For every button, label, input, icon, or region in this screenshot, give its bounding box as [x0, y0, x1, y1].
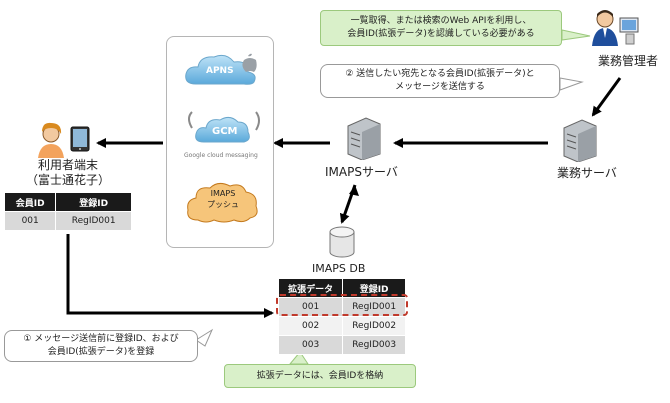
callout-web-api-line1: 一覧取得、または検索のWeb APIを利用し、	[350, 16, 532, 26]
admin-person-icon	[592, 10, 639, 46]
biz-server-label: 業務サーバ	[557, 166, 617, 180]
highlight-row-box	[276, 294, 408, 316]
table-row: 003 RegID003	[277, 335, 406, 355]
user-label-line1: 利用者端末	[37, 158, 98, 172]
user-label: 利用者端末 （富士通花子）	[20, 158, 116, 188]
imaps-push-label: IMAPS プッシュ	[198, 188, 248, 210]
imaps-push-cloud-icon	[187, 182, 258, 223]
tablet-icon	[70, 126, 90, 152]
gcm-label: GCM	[212, 126, 238, 137]
user-label-line2: （富士通花子）	[25, 173, 110, 187]
user-person-icon	[38, 122, 64, 158]
callout-web-api: 一覧取得、または検索のWeb APIを利用し、 会員ID(拡張データ)を認識して…	[320, 10, 562, 46]
arrow-user-to-db	[66, 234, 274, 318]
callout-send-line2: メッセージを送信する	[395, 82, 485, 92]
imaps-server-label: IMAPSサーバ	[325, 165, 398, 179]
callout-web-api-line2: 会員ID(拡張データ)を認識している必要がある	[347, 29, 535, 39]
arrow-admin-to-biz	[591, 77, 622, 117]
db-table-cell: RegID002	[342, 316, 406, 336]
table-row: 001 RegID001	[3, 211, 132, 231]
apns-label: APNS	[206, 66, 234, 76]
user-table-header-reg-id: 登録ID	[55, 192, 132, 212]
apns-cloud-icon	[185, 53, 257, 85]
callout-send-message: ② 送信したい宛先となる会員ID(拡張データ)と メッセージを送信する	[320, 64, 560, 98]
gcm-sub-label: Google cloud messaging	[184, 152, 258, 159]
imaps-push-line1: IMAPS	[210, 189, 236, 198]
db-table: 拡張データ 登録ID 001 RegID001 002 RegID002 003…	[277, 278, 406, 355]
user-table-header-member-id: 会員ID	[3, 192, 57, 212]
imaps-server-icon	[347, 117, 381, 160]
db-table-cell: RegID001	[342, 297, 406, 317]
user-table: 会員ID 登録ID 001 RegID001	[3, 192, 132, 231]
db-table-cell: 003	[277, 335, 344, 355]
callout-register-line2: 会員ID(拡張データ)を登録	[47, 347, 155, 357]
callout-ext-data: 拡張データには、会員IDを格納	[224, 364, 416, 388]
user-table-header: 会員ID 登録ID	[3, 192, 132, 212]
table-row: 002 RegID002	[277, 316, 406, 336]
table-row: 001 RegID001	[277, 297, 406, 317]
gcm-cloud-icon	[188, 111, 260, 143]
db-table-header-ext-data: 拡張データ	[277, 278, 344, 298]
imaps-db-label: IMAPS DB	[312, 262, 366, 275]
imaps-push-line2: プッシュ	[207, 200, 239, 209]
admin-label: 業務管理者	[598, 54, 659, 68]
user-table-cell: RegID001	[55, 211, 132, 231]
database-icon	[329, 226, 355, 258]
user-table-cell: 001	[3, 211, 57, 231]
callout-register-line1: ① メッセージ送信前に登録ID、および	[23, 334, 179, 344]
callout-register: ① メッセージ送信前に登録ID、および 会員ID(拡張データ)を登録	[4, 330, 198, 362]
callout-send-line1: ② 送信したい宛先となる会員ID(拡張データ)と	[345, 69, 535, 79]
db-table-cell: RegID003	[342, 335, 406, 355]
db-table-cell: 002	[277, 316, 344, 336]
biz-server-icon	[563, 119, 597, 162]
